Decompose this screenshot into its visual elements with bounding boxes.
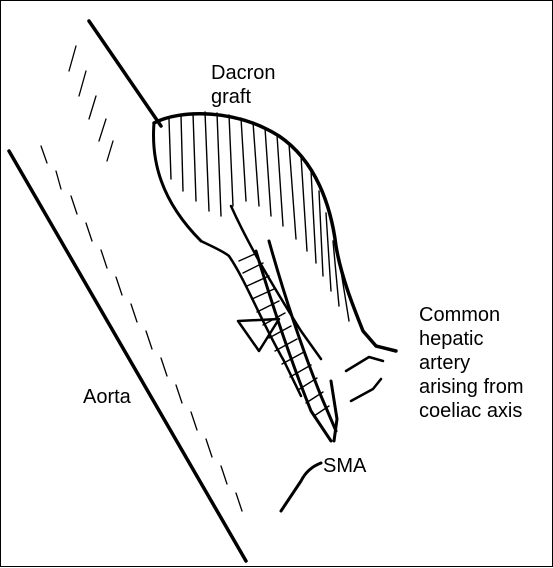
- vessel-branch-left: [238, 319, 279, 351]
- hepatic-stub-upper: [346, 357, 383, 371]
- aorta-right-wall: [89, 21, 161, 126]
- graft-inner-edge: [201, 241, 301, 396]
- aorta-left-wall: [9, 151, 246, 561]
- label-aorta: Aorta: [83, 385, 131, 409]
- sma-vessel-right: [269, 241, 336, 431]
- vessel-lower-inner: [331, 381, 337, 441]
- hepatic-stub-lower: [351, 379, 381, 401]
- label-common-hepatic-artery: Common hepatic artery arising from coeli…: [419, 303, 523, 423]
- vessel-lower-wall: [281, 463, 321, 511]
- label-sma: SMA: [323, 454, 366, 478]
- label-dacron-graft: Dacron graft: [211, 61, 275, 109]
